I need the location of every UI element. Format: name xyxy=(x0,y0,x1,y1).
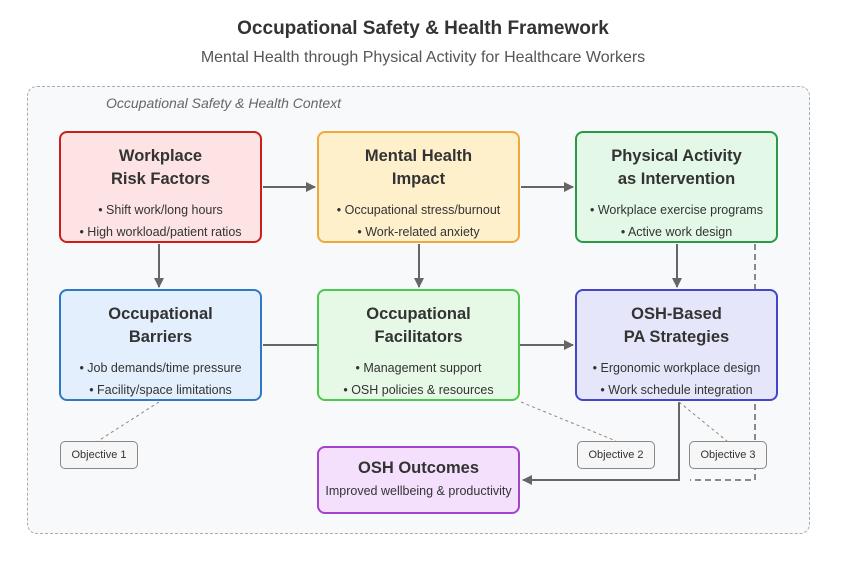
objective-2-label: Objective 2 xyxy=(577,441,655,469)
box-title-line: Physical Activity xyxy=(611,147,742,165)
bullet-item: • Active work design xyxy=(620,225,733,239)
diagram-subtitle: Mental Health through Physical Activity … xyxy=(200,49,646,66)
bullet-item: • Ergonomic workplace design xyxy=(592,361,761,375)
box-physical-activity-intervention: Physical Activity as Intervention • Work… xyxy=(575,131,778,243)
bullet-item: • OSH policies & resources xyxy=(343,383,494,397)
bullet-item: • Work-related anxiety xyxy=(357,225,480,239)
bullet-item: • Workplace exercise programs xyxy=(590,203,763,217)
box-title-line: PA Strategies xyxy=(623,328,730,346)
box-title-line: OSH-Based xyxy=(631,305,722,323)
box-occupational-barriers: Occupational Barriers • Job demands/time… xyxy=(59,289,262,401)
box-title-line: Risk Factors xyxy=(110,170,211,188)
bullet-item: • Work schedule integration xyxy=(600,383,753,397)
box-title-line: Occupational xyxy=(366,305,471,323)
dashed-physical-to-outcomes xyxy=(690,244,756,481)
arrow-strategies-to-outcomes xyxy=(522,402,680,485)
context-label: Occupational Safety & Health Context xyxy=(106,95,342,111)
box-occupational-facilitators: Occupational Facilitators • Management s… xyxy=(317,289,520,401)
bullet-item: • Management support xyxy=(355,361,482,375)
box-title-line: Workplace xyxy=(118,147,203,165)
objective-3-connector xyxy=(678,401,728,442)
box-title-line: Facilitators xyxy=(374,328,463,346)
box-title-line: Mental Health xyxy=(364,147,473,165)
outcome-subtitle: Improved wellbeing & productivity xyxy=(325,484,512,498)
outcome-title: OSH Outcomes xyxy=(357,459,480,477)
bullet-item: • Job demands/time pressure xyxy=(79,361,242,375)
box-title-line: as Intervention xyxy=(617,170,736,188)
bullet-item: • Facility/space limitations xyxy=(89,383,232,397)
bullet-item: • Occupational stress/burnout xyxy=(336,203,501,217)
diagram-title: Occupational Safety & Health Framework xyxy=(237,18,609,39)
objective-3-label: Objective 3 xyxy=(689,441,767,469)
objective-2-connector xyxy=(520,401,617,442)
box-workplace-risk-factors: Workplace Risk Factors • Shift work/long… xyxy=(59,131,262,243)
box-title-line: Barriers xyxy=(128,328,193,346)
box-title-line: Occupational xyxy=(108,305,213,323)
bullet-item: • Shift work/long hours xyxy=(98,203,223,217)
box-osh-outcomes: OSH Outcomes Improved wellbeing & produc… xyxy=(317,446,520,514)
box-osh-based-pa-strategies: OSH-Based PA Strategies • Ergonomic work… xyxy=(575,289,778,401)
box-mental-health-impact: Mental Health Impact • Occupational stre… xyxy=(317,131,520,243)
bullet-item: • High workload/patient ratios xyxy=(79,225,242,239)
objective-1-connector xyxy=(97,401,160,442)
box-title-line: Impact xyxy=(391,170,446,188)
objective-1-label: Objective 1 xyxy=(60,441,138,469)
